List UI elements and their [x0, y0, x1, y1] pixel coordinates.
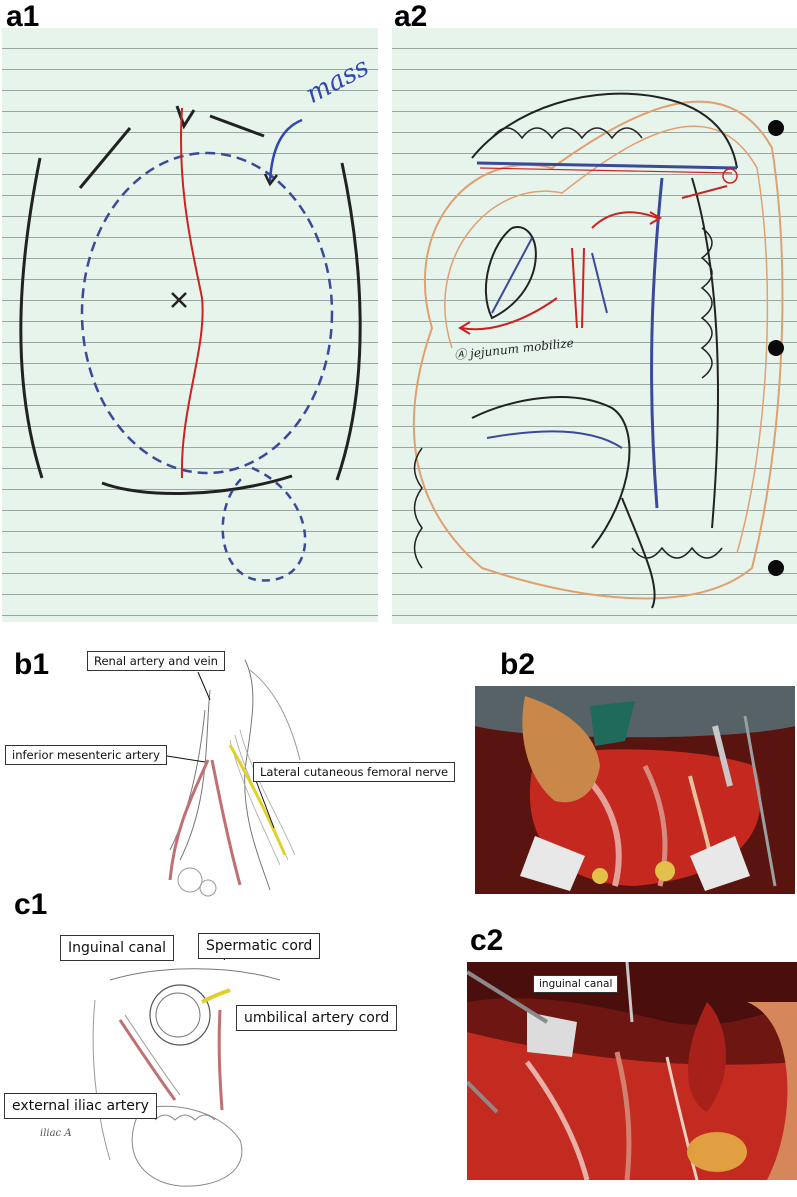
notebook-sketch-a2: Ⓐ jejunum mobilize [392, 28, 797, 624]
callout-external-iliac-artery: external iliac artery [4, 1093, 157, 1119]
binder-hole-middle [768, 340, 784, 356]
panel-label-c2: c2 [470, 924, 504, 957]
callout-inferior-mesenteric-artery: inferior mesenteric artery [5, 745, 167, 765]
panel-label-b2: b2 [500, 648, 536, 681]
callout-spermatic-cord: Spermatic cord [198, 933, 321, 959]
callout-renal-artery-vein: Renal artery and vein [87, 651, 225, 671]
inguinal-region-drawing [92, 968, 281, 1187]
panel-label-b1: b1 [14, 648, 50, 681]
surgical-photo-c2-rendering [467, 962, 797, 1180]
binder-hole-top [768, 120, 784, 136]
surgical-photo-c2 [467, 962, 797, 1180]
surgical-photo-b2 [475, 686, 795, 894]
binder-hole-bottom [768, 560, 784, 576]
callout-umbilical-artery-cord: umbilical artery cord [236, 1005, 398, 1031]
colon-sketch-drawing [412, 92, 784, 609]
surgical-photo-b2-rendering [475, 686, 795, 894]
callout-inguinal-canal-photo: inguinal canal [533, 975, 619, 993]
callout-inguinal-canal: Inguinal canal [60, 935, 175, 961]
iliac-handwritten-note: iliac A [40, 1128, 72, 1139]
callout-lateral-cutaneous-femoral-nerve: Lateral cutaneous femoral nerve [253, 762, 456, 782]
panel-label-c1: c1 [14, 888, 48, 921]
panel-label-a2: a2 [394, 0, 428, 33]
abdomen-sketch-drawing [19, 105, 362, 582]
panel-label-a1: a1 [6, 0, 40, 33]
notebook-sketch-a1: mass [2, 28, 378, 622]
illustration-c1 [80, 960, 300, 1192]
